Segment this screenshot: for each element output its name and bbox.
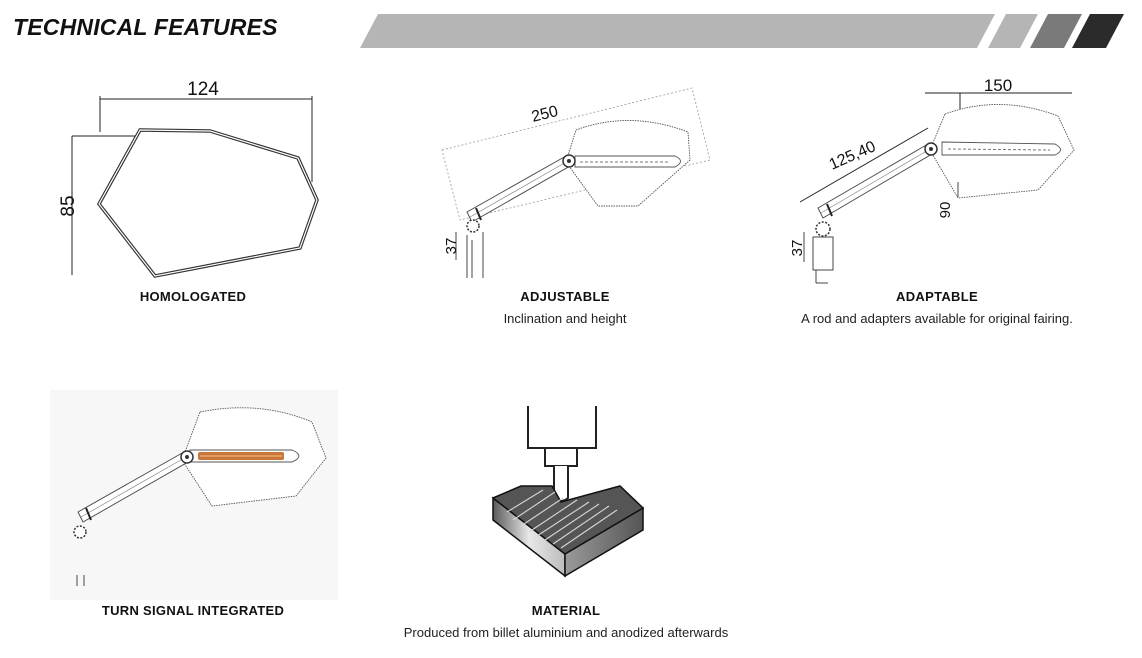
dim-length-label: 250 (530, 103, 560, 126)
dim-height-label: 37 (789, 240, 806, 257)
caption-adjustable: ADJUSTABLE (520, 289, 610, 304)
dim-width-label: 150 (984, 76, 1012, 95)
feature-turn-signal: TURN SIGNAL INTEGRATED (40, 603, 346, 618)
description-material: Produced from billet aluminium and anodi… (403, 625, 729, 640)
feature-adjustable: ADJUSTABLE Inclination and height (415, 289, 715, 326)
dim-rod-label: 125,40 (827, 138, 879, 173)
header-banner (360, 14, 1124, 48)
adaptable-drawing: 150 125,40 90 37 (789, 76, 1075, 284)
caption-material: MATERIAL (531, 603, 601, 618)
dim-height-label: 85 (58, 195, 79, 216)
caption-adaptable: ADAPTABLE (896, 289, 978, 304)
turn-signal-drawing (50, 390, 338, 600)
caption-turn-signal: TURN SIGNAL INTEGRATED (101, 603, 285, 618)
dim-width-label: 124 (187, 79, 219, 100)
feature-homologated: HOMOLOGATED (40, 289, 346, 304)
feature-material: MATERIAL Produced from billet aluminium … (380, 603, 752, 640)
page-title: TECHNICAL FEATURES (13, 14, 278, 40)
homologated-drawing: 124 85 (58, 79, 319, 278)
description-adaptable: A rod and adapters available for origina… (801, 311, 1073, 326)
description-adjustable: Inclination and height (503, 311, 627, 326)
dim-depth-label: 90 (937, 202, 954, 219)
adjustable-drawing: 250 37 (441, 87, 710, 278)
dim-height-label: 37 (443, 238, 460, 255)
material-drawing (491, 406, 645, 578)
feature-adaptable: ADAPTABLE A rod and adapters available f… (767, 289, 1107, 326)
caption-homologated: HOMOLOGATED (139, 289, 247, 304)
